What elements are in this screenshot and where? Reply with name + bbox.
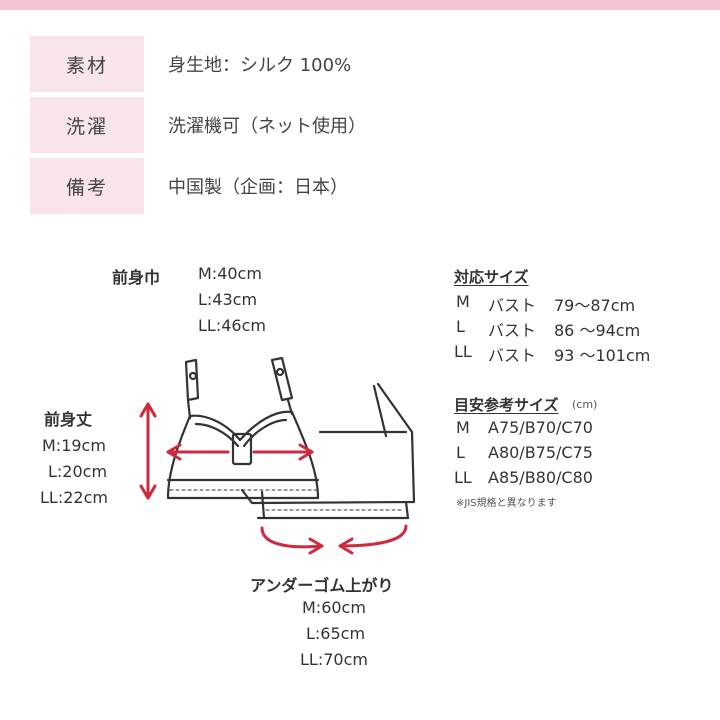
size-chart-row-ll-size: LL	[454, 342, 472, 361]
spec-label-material: 素材	[30, 36, 144, 92]
spec-row-notes: 備考 中国製（企画：日本）	[30, 158, 690, 214]
size-chart-row-ll-range: 93 ～101cm	[554, 346, 651, 365]
size-chart-row-m-part: バスト	[488, 296, 537, 315]
size-chart-row-m-range: 79～87cm	[554, 296, 636, 315]
measurement-arrows	[139, 402, 408, 555]
spec-label-washing: 洗濯	[30, 97, 144, 153]
spec-value-washing: 洗濯機可（ネット使用）	[168, 116, 366, 137]
reference-size-title: 目安参考サイズ	[454, 396, 559, 414]
front-length-ll: LL:22cm	[40, 488, 108, 507]
size-chart-row-l-part: バスト	[488, 321, 537, 340]
spec-row-washing: 洗濯 洗濯機可（ネット使用）	[30, 97, 690, 153]
bra-front-outline	[166, 356, 320, 500]
reference-row-l-size: L	[456, 443, 465, 462]
size-chart-row-m-size: M	[456, 292, 470, 311]
jis-note: ※JIS規格と異なります	[456, 498, 557, 509]
reference-size-unit: (cm)	[572, 398, 598, 411]
reference-row-m-value: A75/B70/C70	[488, 418, 593, 437]
spec-row-material: 素材 身生地：シルク 100%	[30, 36, 690, 92]
reference-row-m-size: M	[456, 418, 470, 437]
front-width-l: L:43cm	[198, 290, 258, 309]
front-length-l: L:20cm	[48, 462, 108, 481]
top-accent-bar	[0, 0, 720, 10]
under-band-m: M:60cm	[302, 598, 366, 617]
spec-value-notes: 中国製（企画：日本）	[168, 177, 348, 198]
size-chart-row-ll-part: バスト	[488, 346, 537, 365]
reference-row-l-value: A80/B75/C75	[488, 443, 593, 462]
size-chart-row-l-size: L	[456, 317, 465, 336]
front-width-ll: LL:46cm	[198, 316, 266, 335]
reference-row-ll-value: A85/B80/C80	[488, 468, 593, 487]
under-band-l: L:65cm	[306, 624, 366, 643]
spec-label-notes: 備考	[30, 158, 144, 214]
size-chart-title: 対応サイズ	[454, 268, 529, 286]
front-length-title: 前身丈	[44, 410, 93, 429]
front-width-title: 前身巾	[112, 268, 161, 287]
size-chart-row-l-range: 86 ～94cm	[554, 321, 641, 340]
spec-value-material: 身生地：シルク 100%	[168, 55, 352, 76]
front-width-m: M:40cm	[198, 264, 262, 283]
front-length-m: M:19cm	[42, 436, 106, 455]
under-band-ll: LL:70cm	[300, 650, 368, 669]
reference-row-ll-size: LL	[454, 468, 472, 487]
under-band-title: アンダーゴム上がり	[250, 576, 394, 595]
